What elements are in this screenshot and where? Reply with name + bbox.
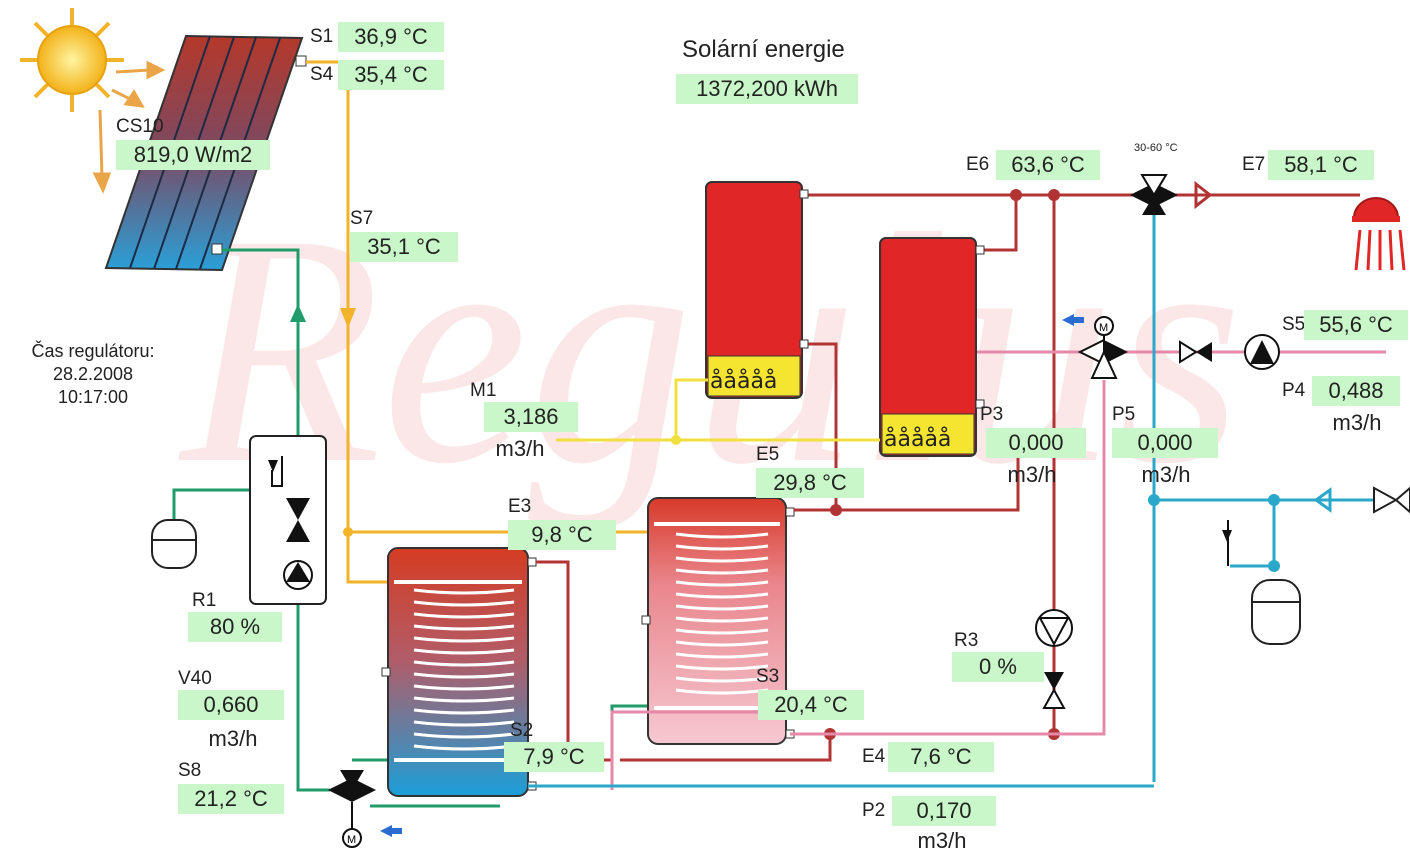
unit-p4: m3/h xyxy=(1332,410,1382,435)
expansion-vessel-icon xyxy=(151,519,197,569)
sensor-value-p4: 0,488 xyxy=(1312,376,1400,406)
sensor-value-s3: 20,4 °C xyxy=(758,690,864,720)
solar-storage-tank-icon xyxy=(381,547,537,797)
hot-water-tank-icon xyxy=(641,497,795,745)
unit-p5: m3/h xyxy=(1141,462,1191,487)
pipe-junction xyxy=(671,435,681,445)
sun-ray-arrows-icon xyxy=(92,60,166,194)
flow-direction-arrow-icon xyxy=(340,308,356,328)
sensor-label-s7: S7 xyxy=(350,208,374,229)
sensor-label-e3: E3 xyxy=(508,496,532,517)
flow-direction-arrow-icon xyxy=(1313,487,1332,513)
sensor-value-p5: 0,000 xyxy=(1112,428,1218,458)
circulation-pump-icon xyxy=(1244,334,1280,370)
svg-text:ååååå: ååååå xyxy=(710,368,777,394)
sensor-label-s5: S5 xyxy=(1282,314,1306,335)
gas-boiler-icon: ååååå xyxy=(879,237,985,457)
sensor-value-s4: 35,4 °C xyxy=(338,60,444,90)
pipe-junction xyxy=(1148,494,1280,572)
blue-arrow-icon xyxy=(1062,314,1074,326)
flow-direction-arrow-icon xyxy=(290,304,306,322)
clock-label: Čas regulátoru: xyxy=(31,341,155,361)
sensor-value-p3: 0,000 xyxy=(986,428,1086,458)
sensor-label-v40: V40 xyxy=(178,668,212,689)
energy-total-value: 1372,200 kWh xyxy=(676,74,858,104)
sensor-value-s5: 55,6 °C xyxy=(1304,310,1408,340)
clock-time: 10:17:00 xyxy=(57,387,129,407)
safety-valve-icon xyxy=(1222,520,1232,566)
recirculation-pump-icon xyxy=(1035,609,1073,647)
svg-text:M: M xyxy=(347,834,356,846)
gas-supply-pipe xyxy=(556,378,880,442)
check-valve-icon xyxy=(1179,340,1212,364)
sensor-value-r1: 80 % xyxy=(188,612,282,642)
pipe-junction xyxy=(824,189,1060,740)
sensor-value-e7: 58,1 °C xyxy=(1268,150,1374,180)
sensor-label-p4: P4 xyxy=(1282,380,1306,401)
gas-boiler-icon: ååååå xyxy=(705,181,809,399)
sensor-label-s1: S1 xyxy=(310,26,334,47)
motorized-three-way-valve-icon: M xyxy=(328,770,376,848)
valve-range-label: 30-60 °C xyxy=(1134,142,1178,154)
sensor-label-p2: P2 xyxy=(862,800,886,821)
unit-v40: m3/h xyxy=(208,726,258,751)
sensor-value-s8: 21,2 °C xyxy=(178,784,284,814)
sensor-value-s2: 7,9 °C xyxy=(504,742,604,772)
solar-pump-group-icon xyxy=(249,435,327,605)
sensor-value-v40: 0,660 xyxy=(178,690,284,720)
flow-direction-arrow-icon xyxy=(1194,180,1213,210)
unit-p3: m3/h xyxy=(1007,462,1057,487)
check-valve-icon xyxy=(1042,672,1066,709)
sensor-value-p2: 0,170 xyxy=(892,796,996,826)
sensor-label-p5: P5 xyxy=(1112,404,1136,425)
shower-head-icon xyxy=(1352,197,1406,271)
sensor-label-s3: S3 xyxy=(756,666,780,687)
page-title: Solární energie xyxy=(682,36,845,63)
sensor-label-p3: P3 xyxy=(980,404,1004,425)
sensor-value-e6: 63,6 °C xyxy=(996,150,1100,180)
sensor-label-r1: R1 xyxy=(192,590,217,611)
sensor-value-r3: 0 % xyxy=(952,652,1044,682)
sensor-label-s8: S8 xyxy=(178,760,202,781)
sensor-label-e7: E7 xyxy=(1242,154,1266,175)
sensor-label-cs10: CS10 xyxy=(116,116,164,137)
sensor-value-s1: 36,9 °C xyxy=(338,22,444,52)
sensor-value-m1: 3,186 xyxy=(484,402,578,432)
blue-arrow-icon xyxy=(380,825,392,837)
sensor-label-s2: S2 xyxy=(510,720,534,741)
controller-clock: Čas regulátoru: 28.2.2008 10:17:00 xyxy=(18,340,168,409)
unit-p2: m3/h xyxy=(917,828,967,853)
thermostatic-mixing-valve-icon xyxy=(1130,174,1178,215)
sensor-label-e5: E5 xyxy=(756,444,780,465)
motorized-three-way-valve-icon: M xyxy=(1077,316,1128,379)
sensor-label-e4: E4 xyxy=(862,746,886,767)
expansion-vessel-icon xyxy=(1251,579,1301,645)
sensor-value-cs10: 819,0 W/m2 xyxy=(116,140,270,170)
svg-text:M: M xyxy=(1099,322,1108,334)
sensor-value-s7: 35,1 °C xyxy=(350,232,458,262)
sensor-label-s4: S4 xyxy=(310,64,334,85)
sensor-value-e3: 9,8 °C xyxy=(508,520,616,550)
check-valve-icon xyxy=(1373,486,1410,514)
sun-icon xyxy=(20,8,124,112)
sensor-value-e4: 7,6 °C xyxy=(888,742,994,772)
svg-text:ååååå: ååååå xyxy=(884,426,951,452)
sensor-label-r3: R3 xyxy=(954,630,979,651)
unit-m1: m3/h xyxy=(495,436,545,461)
sensor-value-e5: 29,8 °C xyxy=(756,468,864,498)
pipe-junction xyxy=(343,527,353,537)
clock-date: 28.2.2008 xyxy=(52,364,134,384)
sensor-label-m1: M1 xyxy=(470,380,497,401)
sensor-label-e6: E6 xyxy=(966,154,990,175)
